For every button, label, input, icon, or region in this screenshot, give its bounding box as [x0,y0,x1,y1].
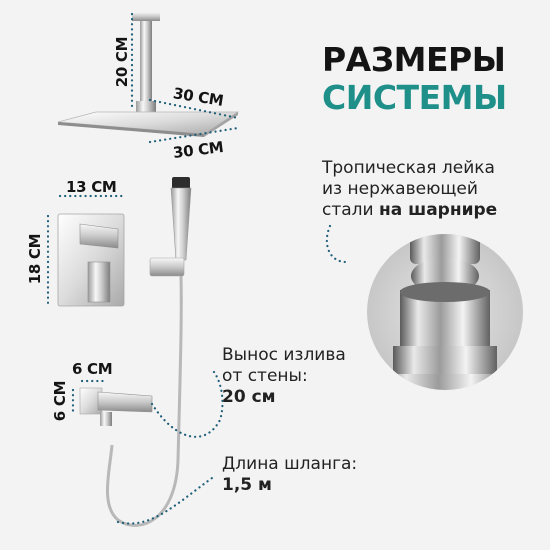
title-line-2: СИСТЕМЫ [322,78,507,117]
rain-head-dimension-guides [130,12,240,144]
mixer-height-label: 18 СМ [26,233,44,285]
spout-note-line-1: Вынос излива [222,345,346,365]
hose-note: Длина шланга: 1,5 м [222,454,357,496]
hose-note-line-1: Длина шланга: [222,454,358,474]
spout-note: Вынос излива от стены: 20 см [222,345,346,408]
title-line-1: РАЗМЕРЫ [322,40,506,79]
hand-shower-icon [106,177,192,527]
hose-note-value: 1,5 м [222,475,272,495]
rain-head-note-line-3-bold: на шарнире [379,200,498,220]
spout-note-line-2: от стены: [222,366,308,386]
callout-lines [116,224,348,525]
ball-joint-closeup-icon [367,234,523,390]
rain-head-note-line-3: стали [322,200,379,220]
rain-shower-head-icon [57,12,240,137]
mixer-dimension-guides [46,194,126,306]
spout-dimension-guides [71,379,106,416]
rod-height-label: 20 СМ [113,36,131,88]
rain-head-note: Тропическая лейка из нержавеющей стали н… [322,158,497,221]
rain-head-note-line-1: Тропическая лейка [322,158,495,178]
spout-height-label: 6 СМ [51,380,69,422]
mixer-width-label: 13 СМ [66,178,117,196]
rain-head-note-line-2: из нержавеющей [322,179,478,199]
concealed-mixer-icon [57,213,125,307]
spout-width-label: 6 СМ [72,360,113,378]
bath-spout-icon [79,387,153,426]
spout-note-value: 20 см [222,387,276,407]
